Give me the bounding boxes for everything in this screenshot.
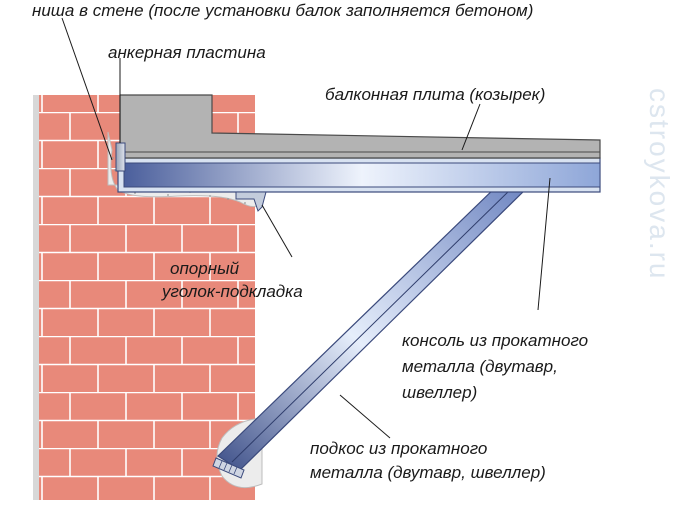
leader-brace (339, 394, 391, 439)
label-brace-1: подкос из прокатного (310, 439, 488, 458)
wall-inner-edge (33, 95, 39, 500)
watermark-text: cstroykova.ru (644, 88, 675, 281)
support-angle (235, 191, 267, 212)
label-niche: ниша в стене (после установки балок запо… (32, 1, 534, 20)
label-balcony-slab: балконная плита (козырек) (325, 85, 546, 104)
watermark: cstroykova.ru (644, 88, 675, 448)
brace-base-plate (212, 457, 245, 479)
console-beam (117, 157, 601, 193)
label-anchor-plate: анкерная пластина (108, 43, 266, 62)
leader-console (537, 177, 551, 311)
leader-lines (61, 17, 551, 439)
label-brace-2: металла (двутавр, швеллер) (310, 463, 546, 482)
label-support-angle-2: уголок-подкладка (162, 282, 303, 301)
label-console-1: консоль из прокатного (402, 331, 589, 350)
diagonal-brace (217, 184, 532, 471)
leader-balcony-slab (461, 103, 481, 151)
leader-niche (61, 17, 113, 161)
leader-support-angle (261, 204, 293, 258)
label-console-3: швеллер) (402, 383, 478, 402)
label-console-2: металла (двутавр, (402, 357, 558, 376)
anchor-plate (115, 142, 126, 172)
label-support-angle-1: опорный (170, 259, 240, 278)
